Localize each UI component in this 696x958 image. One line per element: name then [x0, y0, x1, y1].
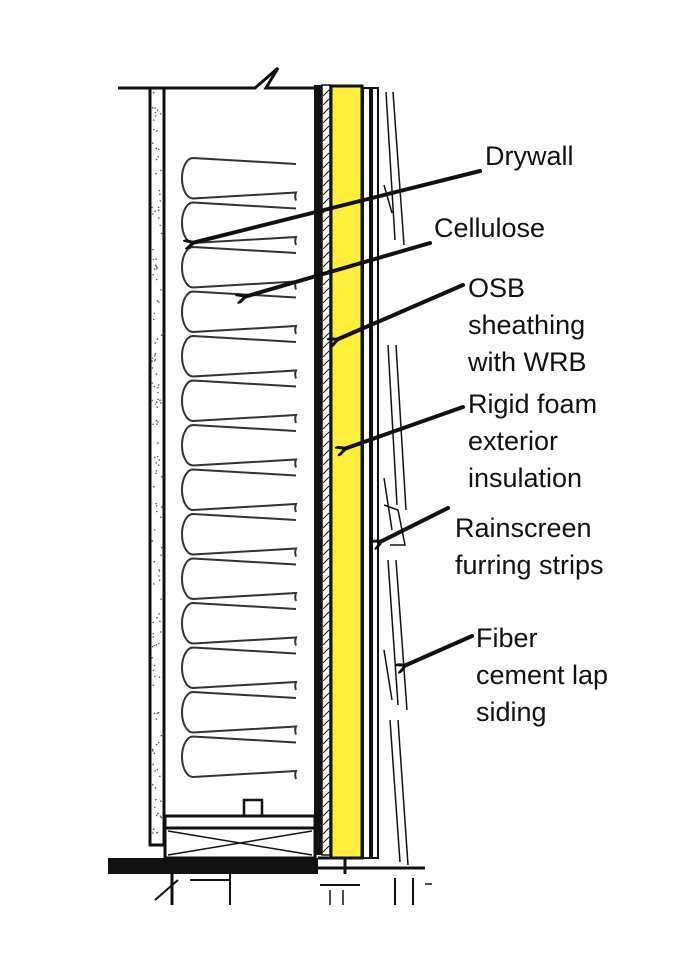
break-line — [118, 66, 318, 90]
cellulose-arrow — [244, 241, 432, 297]
label-line: with WRB — [468, 347, 587, 377]
label-line: Drywall — [485, 141, 574, 171]
label-drywall: Drywall — [485, 138, 574, 175]
label-line: Rainscreen — [455, 513, 592, 543]
label-line: OSB — [468, 273, 526, 303]
bottom-plate — [108, 798, 432, 905]
label-osb-sheathing: OSB sheathing with WRB — [468, 270, 587, 381]
label-line: furring strips — [455, 550, 604, 580]
fiber-cement-siding — [383, 91, 409, 866]
label-line: sheathing — [468, 310, 586, 340]
label-line: Fiber — [476, 623, 538, 653]
label-line: siding — [476, 697, 547, 727]
label-rigid-foam: Rigid foam exterior insulation — [468, 386, 597, 497]
osb-arrow — [336, 283, 465, 340]
label-line: Rigid foam — [468, 389, 598, 419]
label-fiber-cement-siding: Fiber cement lap siding — [476, 620, 608, 731]
osb-sheathing — [314, 84, 331, 856]
cellulose-cavity — [163, 88, 298, 845]
label-line: Cellulose — [434, 213, 546, 243]
foam-arrow — [344, 405, 465, 449]
label-line: insulation — [468, 463, 583, 493]
label-rainscreen: Rainscreen furring strips — [455, 510, 604, 584]
drywall-arrow — [192, 169, 482, 243]
drywall-layer — [148, 86, 166, 847]
label-line: exterior — [468, 426, 559, 456]
label-cellulose: Cellulose — [434, 210, 545, 247]
furring-strip — [362, 87, 379, 859]
siding-arrow — [404, 634, 474, 666]
label-line: cement lap — [476, 660, 609, 690]
rainscreen-arrow — [380, 506, 450, 542]
